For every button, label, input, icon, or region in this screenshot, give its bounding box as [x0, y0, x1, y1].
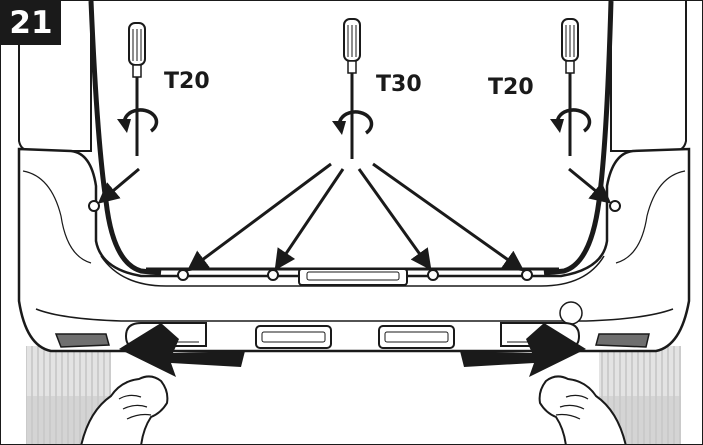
lower-vent-center-left — [255, 325, 332, 349]
reflector-left — [54, 333, 110, 348]
rotate-counterclockwise-icon — [550, 108, 592, 133]
screwdriver-icon — [128, 22, 146, 156]
hand-icon — [538, 375, 627, 444]
lower-vent-center-right — [378, 325, 455, 349]
screw-icon — [88, 200, 100, 212]
rotate-counterclockwise-icon — [117, 108, 159, 133]
screwdriver-icon — [561, 18, 579, 156]
screw-icon — [177, 269, 189, 281]
screw-icon — [267, 269, 279, 281]
tow-hook-cover — [559, 301, 583, 325]
body-right-side — [610, 1, 687, 152]
screwdriver-icon — [343, 18, 361, 159]
rotate-counterclockwise-icon — [332, 110, 374, 135]
step-number-badge: 21 — [1, 1, 61, 45]
pointer-arrows — [97, 162, 612, 272]
tool-label-left: T20 — [164, 69, 210, 94]
hand-icon — [80, 375, 169, 444]
license-light — [298, 268, 408, 286]
tool-label-center: T30 — [376, 72, 422, 97]
screw-icon — [427, 269, 439, 281]
reflector-right — [595, 333, 650, 348]
screw-icon — [521, 269, 533, 281]
tool-label-right: T20 — [488, 75, 534, 100]
pull-arrow-icon — [460, 323, 586, 377]
screw-icon — [609, 200, 621, 212]
pull-arrow-icon — [119, 323, 245, 377]
